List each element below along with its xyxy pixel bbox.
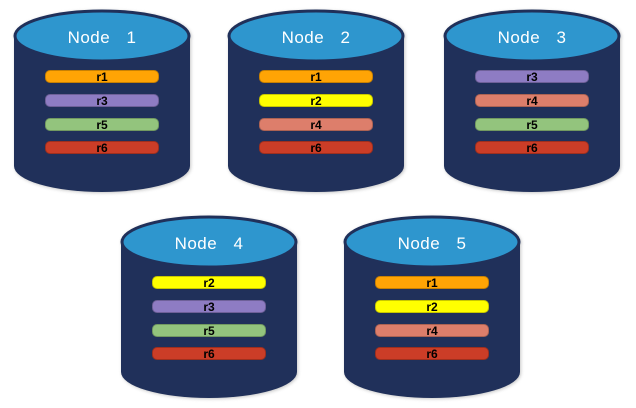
cylinder-top	[343, 215, 521, 269]
node-title: Node 4	[174, 234, 244, 253]
cylinder-top	[13, 9, 191, 63]
replica-bar-r2: r2	[152, 276, 266, 289]
replica-bar-r6: r6	[259, 141, 373, 154]
replica-bar-r3: r3	[45, 94, 159, 107]
replica-bar-r2: r2	[375, 300, 489, 313]
replica-bar-r6: r6	[152, 347, 266, 360]
replica-bar-r6: r6	[375, 347, 489, 360]
node-title: Node 3	[497, 28, 567, 47]
replica-bar-r5: r5	[45, 118, 159, 131]
node-title: Node 5	[397, 234, 467, 253]
node-1: Node 1 r1 r3 r5 r6	[12, 8, 192, 194]
replica-bar-r4: r4	[475, 94, 589, 107]
replica-bar-r2: r2	[259, 94, 373, 107]
replica-bar-r3: r3	[475, 70, 589, 83]
replica-bar-r6: r6	[45, 141, 159, 154]
node-title: Node 2	[281, 28, 351, 47]
replica-bar-r5: r5	[152, 324, 266, 337]
replica-bar-r6: r6	[475, 141, 589, 154]
node-2: Node 2 r1 r2 r4 r6	[226, 8, 406, 194]
cylinder-top	[120, 215, 298, 269]
replica-bar-r1: r1	[45, 70, 159, 83]
replica-bar-r3: r3	[152, 300, 266, 313]
node-title: Node 1	[67, 28, 137, 47]
replica-bar-r1: r1	[259, 70, 373, 83]
cylinder-top	[227, 9, 405, 63]
node-5: Node 5 r1 r2 r4 r6	[342, 214, 522, 400]
replica-bar-r4: r4	[259, 118, 373, 131]
replica-bar-r5: r5	[475, 118, 589, 131]
node-3: Node 3 r3 r4 r5 r6	[442, 8, 622, 194]
replica-bar-r4: r4	[375, 324, 489, 337]
cylinder-top	[443, 9, 621, 63]
node-4: Node 4 r2 r3 r5 r6	[119, 214, 299, 400]
replica-bar-r1: r1	[375, 276, 489, 289]
